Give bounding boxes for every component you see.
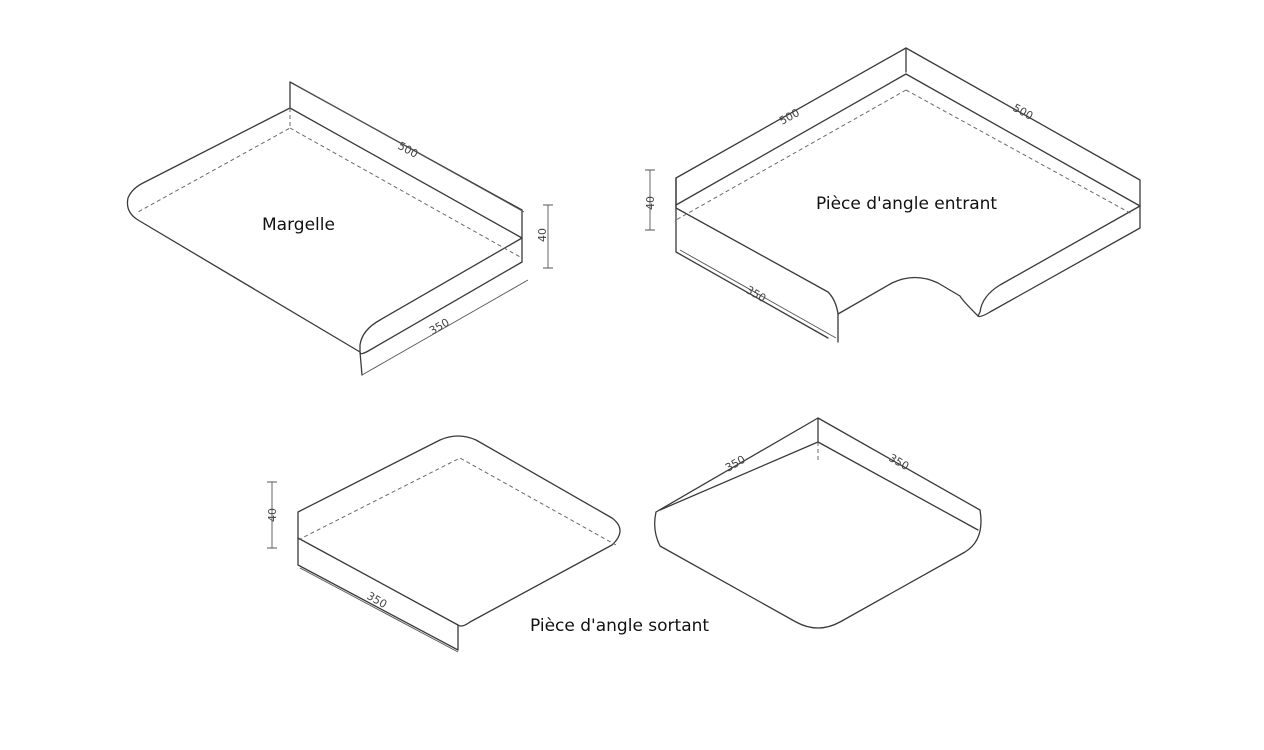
entrant-side-b-dim: 500 xyxy=(1011,101,1036,123)
margelle-thickness-dim: 40 xyxy=(536,228,549,242)
sortant-depth-dim: 350 xyxy=(365,589,390,611)
margelle-drawing: 500 40 350 xyxy=(126,81,553,376)
margelle-label: Margelle xyxy=(262,215,335,235)
margelle-length-dim: 500 xyxy=(396,139,421,161)
angle-sortant-right-drawing: 350 350 xyxy=(654,417,982,629)
sortant-top-a-dim: 350 xyxy=(723,453,748,475)
margelle-depth-dim: 350 xyxy=(427,316,452,338)
entrant-thickness-dim: 40 xyxy=(644,196,657,210)
sortant-thickness-dim: 40 xyxy=(266,508,279,522)
sortant-top-b-dim: 350 xyxy=(887,451,912,473)
angle-sortant-label: Pièce d'angle sortant xyxy=(530,616,710,636)
angle-entrant-label: Pièce d'angle entrant xyxy=(816,194,998,214)
